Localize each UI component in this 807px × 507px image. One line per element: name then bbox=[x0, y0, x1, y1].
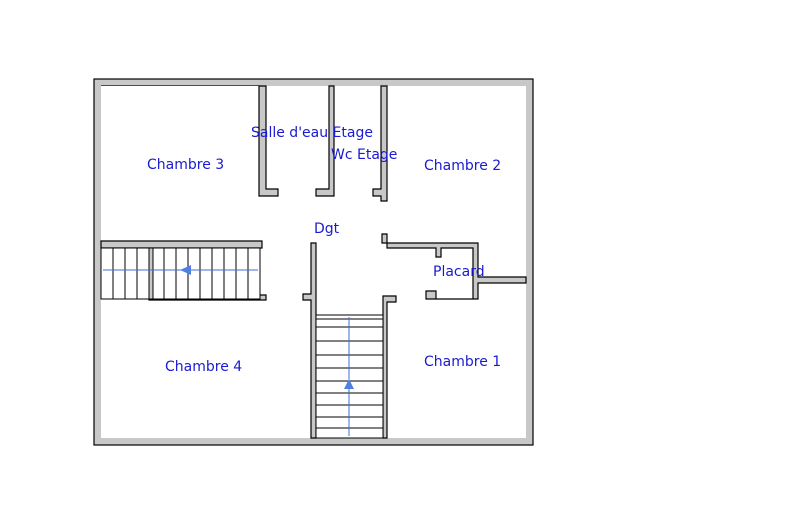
label-chambre-1: Chambre 1 bbox=[424, 354, 501, 370]
interior-walls bbox=[100, 85, 527, 439]
label-placard: Placard bbox=[433, 264, 485, 280]
label-salle-eau-etage: Salle d'eau Etage bbox=[251, 125, 373, 141]
lower-stair-arrow-icon bbox=[344, 379, 354, 389]
left-stair-arrow-icon bbox=[180, 265, 191, 275]
label-chambre-3: Chambre 3 bbox=[147, 157, 224, 173]
label-chambre-2: Chambre 2 bbox=[424, 158, 501, 174]
label-chambre-4: Chambre 4 bbox=[165, 359, 242, 375]
lower-stairs bbox=[315, 314, 384, 439]
label-dgt: Dgt bbox=[314, 221, 340, 237]
label-wc-etage: Wc Etage bbox=[331, 147, 397, 163]
left-stairs bbox=[100, 247, 261, 300]
